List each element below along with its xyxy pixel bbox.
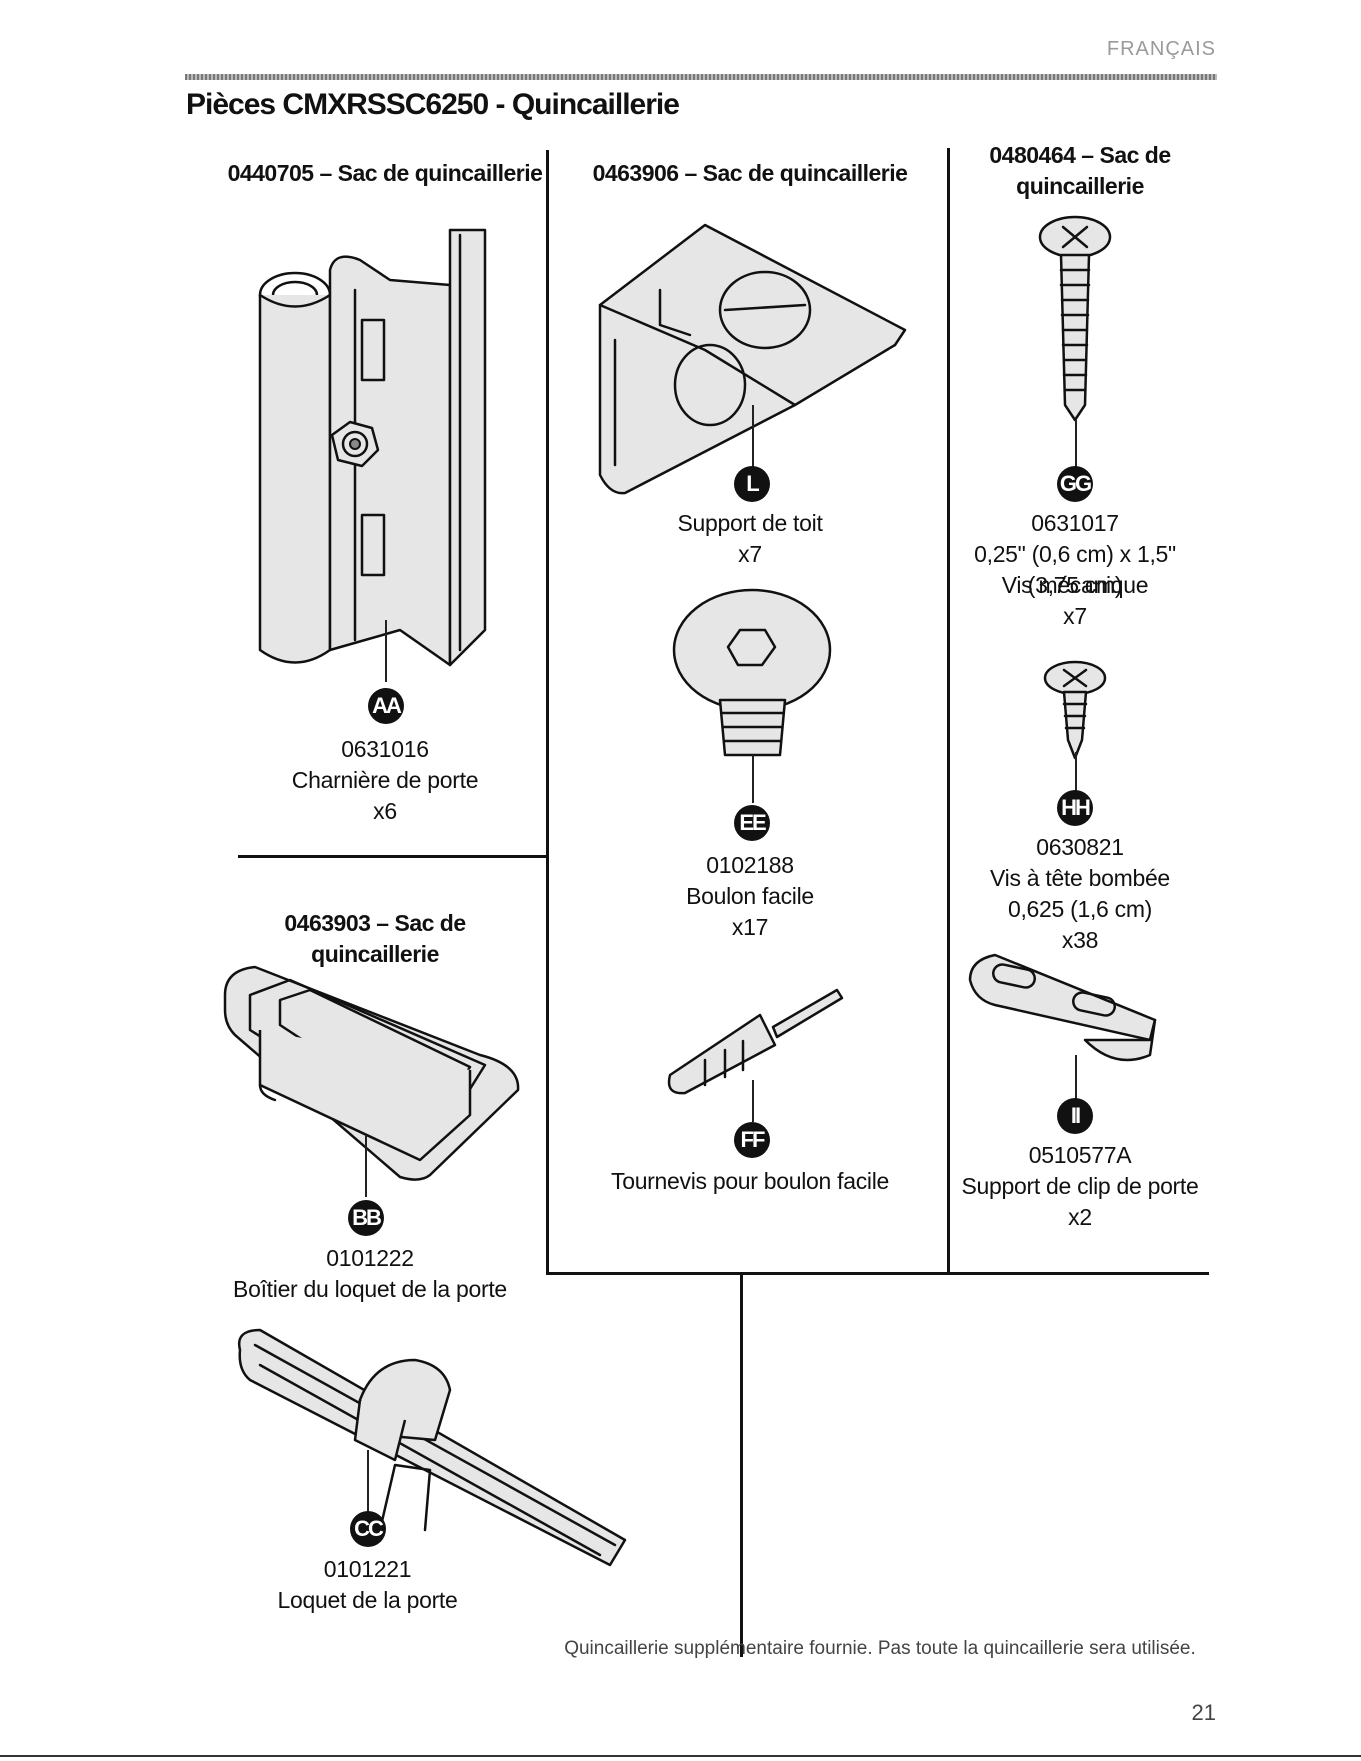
part-name-gg: Vis mécanique xyxy=(1001,572,1149,598)
callout-ee: EE xyxy=(734,805,770,841)
part-name-ii: Support de clip de porte xyxy=(961,1173,1199,1199)
part-name-bb: Boîtier du loquet de la porte xyxy=(233,1276,507,1302)
leader-gg xyxy=(1075,420,1077,468)
section-divider-left xyxy=(238,855,548,858)
column-divider-right xyxy=(947,148,950,1275)
bag-heading-0463903: 0463903 – Sac de quincaillerie xyxy=(284,910,466,967)
part-qty-gg: x7 xyxy=(1063,603,1087,629)
leader-hh xyxy=(1075,752,1077,794)
callout-l: L xyxy=(734,466,770,502)
callout-hh: HH xyxy=(1057,790,1093,826)
part-size-gg: 0,25" (0,6 cm) x 1,5" (3,75 cm) xyxy=(974,541,1176,598)
easy-bolt-illustration xyxy=(672,588,832,757)
screwdriver-illustration xyxy=(667,988,844,1095)
part-name-l: Support de toit xyxy=(677,510,823,536)
bag-heading-0463906: 0463906 – Sac de quincaillerie xyxy=(592,160,908,186)
part-qty-hh: x38 xyxy=(1061,927,1099,953)
part-qty-aa: x6 xyxy=(373,798,397,824)
callout-aa: AA xyxy=(368,688,404,724)
roof-bracket-illustration xyxy=(598,223,907,495)
part-number-hh: 0630821 xyxy=(1036,834,1124,860)
part-name-ff: Tournevis pour boulon facile xyxy=(611,1168,889,1194)
section-divider-bottom xyxy=(546,1272,1209,1275)
footer-note: Quincaillerie supplémentaire fournie. Pa… xyxy=(564,1638,1196,1659)
leader-ii xyxy=(1075,1055,1077,1105)
leader-bb xyxy=(365,1135,367,1197)
header-rule xyxy=(185,74,1217,80)
callout-bb: BB xyxy=(348,1200,384,1236)
part-name-cc: Loquet de la porte xyxy=(277,1587,458,1613)
part-size-hh: 0,625 (1,6 cm) xyxy=(1007,896,1153,922)
part-name-ee: Boulon facile xyxy=(686,883,814,909)
machine-screw-illustration xyxy=(1038,215,1112,422)
callout-ff: FF xyxy=(734,1122,770,1158)
part-number-bb: 0101222 xyxy=(326,1245,414,1271)
part-number-gg: 0631017 xyxy=(1031,510,1119,536)
part-qty-ii: x2 xyxy=(1068,1204,1092,1230)
part-number-cc: 0101221 xyxy=(323,1556,412,1582)
bag-heading-0480464-line1: 0480464 – Sac de xyxy=(989,142,1171,168)
page-title: Pièces CMXRSSC6250 - Quincaillerie xyxy=(186,88,680,121)
bag-heading-0480464-line2: quincaillerie xyxy=(1016,173,1144,199)
part-number-ii: 0510577A xyxy=(1028,1142,1132,1168)
leader-l xyxy=(752,405,754,470)
callout-cc: CC xyxy=(350,1511,386,1547)
part-number-aa: 0631016 xyxy=(341,736,429,762)
leader-cc xyxy=(367,1450,369,1512)
part-name-hh: Vis à tête bombée xyxy=(990,865,1170,891)
page-number: 21 xyxy=(1191,1700,1216,1725)
part-qty-ee: x17 xyxy=(731,914,769,940)
door-clip-bracket-illustration xyxy=(968,953,1157,1062)
bag-heading-0440705: 0440705 – Sac de quincaillerie xyxy=(227,160,543,186)
callout-gg: GG xyxy=(1057,466,1093,502)
hinge-illustration xyxy=(258,228,487,667)
column-divider-left xyxy=(546,150,549,1275)
leader-ff xyxy=(752,1080,754,1122)
part-qty-l: x7 xyxy=(738,541,762,567)
language-label: FRANÇAIS xyxy=(1106,38,1216,60)
leader-aa xyxy=(385,620,387,682)
latch-housing-illustration xyxy=(223,965,520,1181)
part-name-aa: Charnière de porte xyxy=(291,767,479,793)
latch-illustration xyxy=(237,1328,627,1567)
bottom-divider xyxy=(740,1272,743,1657)
part-number-ee: 0102188 xyxy=(706,852,794,878)
leader-ee xyxy=(752,755,754,803)
callout-ii: II xyxy=(1057,1098,1093,1134)
pan-head-screw-illustration xyxy=(1043,660,1107,760)
bottom-rule xyxy=(0,1755,1361,1757)
